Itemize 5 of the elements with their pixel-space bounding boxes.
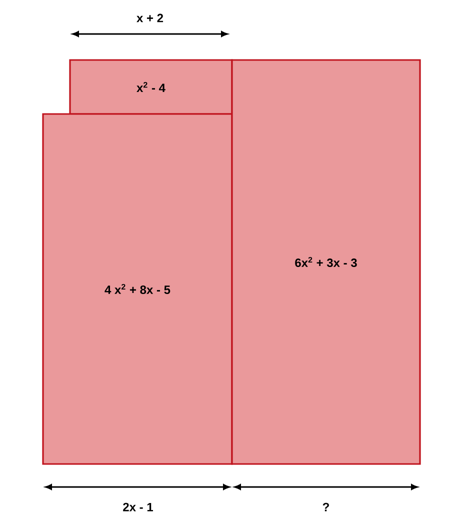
area-rectangle: x$^{2}$ - 4	[69, 59, 233, 115]
dimension-label: x + 2	[136, 14, 164, 22]
dimension-label: 2x - 1	[123, 502, 153, 512]
area-rectangle: 6x$^{2}$ + 3x - 3	[231, 59, 421, 465]
dimension-label: ?	[322, 502, 329, 512]
